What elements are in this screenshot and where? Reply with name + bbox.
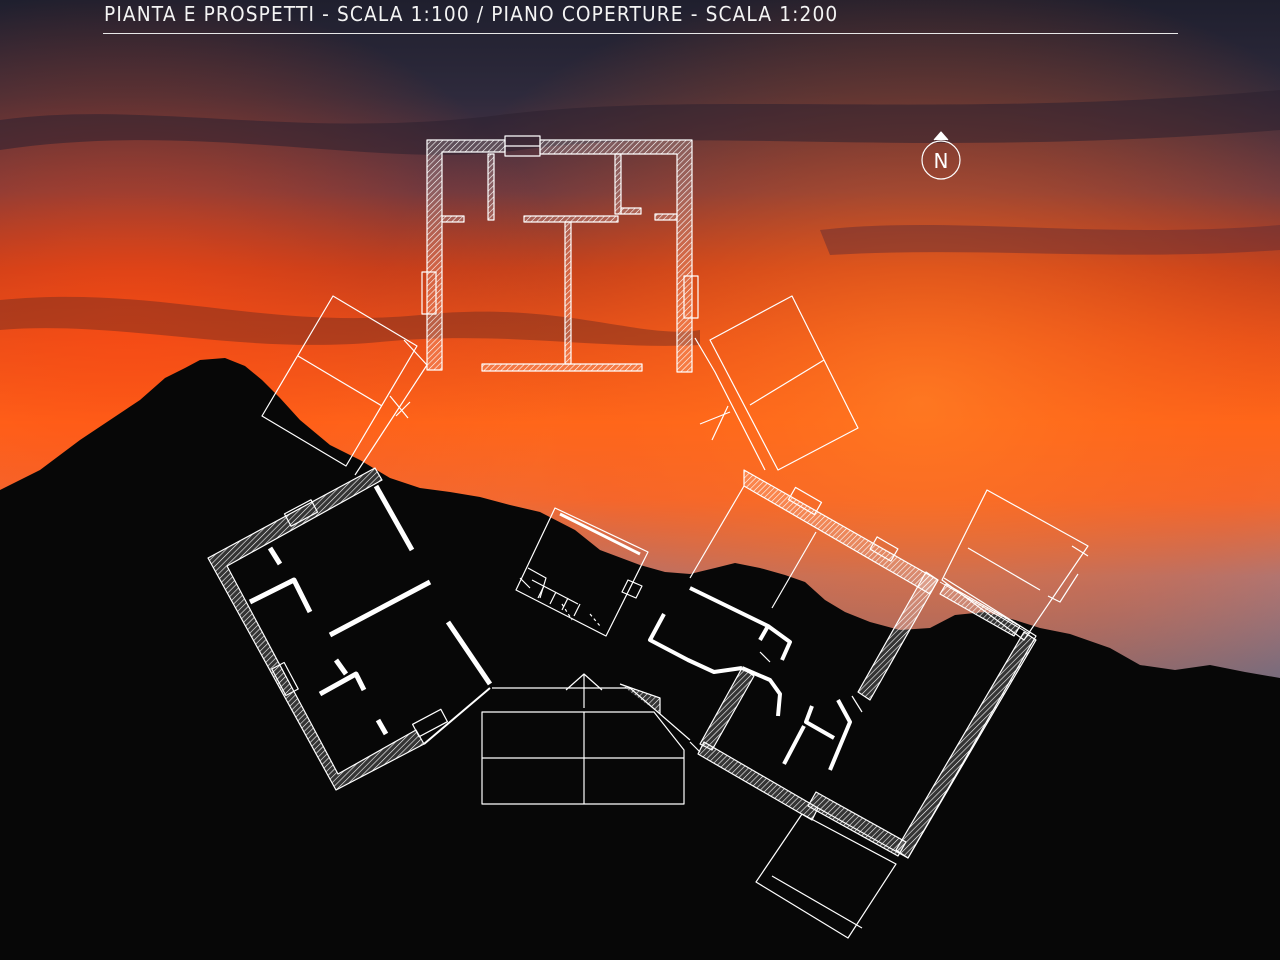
west-porch-roof [261, 295, 428, 476]
north-wing-plan [421, 135, 699, 373]
north-label: N [934, 149, 949, 173]
drawing-title: PIANTA E PROSPETTI - SCALA 1:100 / PIANO… [104, 2, 839, 26]
east-porch-roof [694, 295, 859, 471]
north-arrow-icon: N [921, 131, 961, 180]
west-wing-plan [207, 467, 493, 791]
east-long-block-roof [755, 489, 1089, 939]
entrance-canopy [481, 673, 701, 805]
east-wing-plan [648, 469, 939, 821]
central-pavilion-plan [515, 507, 649, 637]
title-underline [103, 33, 1178, 34]
